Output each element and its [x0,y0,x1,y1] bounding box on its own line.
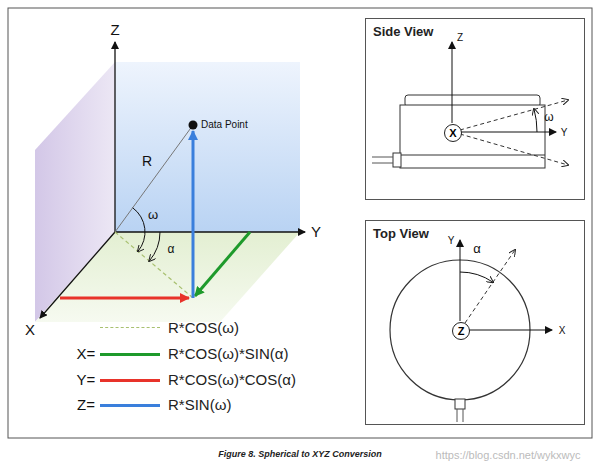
axis-label: Z [110,22,119,39]
equation-prefix: Z= [77,397,95,414]
legend-text: R*COS(ω)*COS(α) [168,372,296,389]
watermark: https://blog.csdn.net/wykxwyc [436,449,581,461]
equation-prefix: Y= [77,372,96,389]
angle-label: ω [544,111,553,124]
equation-prefix: X= [77,346,96,363]
angle-label: α [473,242,481,256]
axis-origin-circle: X [444,124,462,142]
point-label: Data Point [201,119,248,130]
axis-label: X [25,322,35,339]
axis-label: Z [457,32,463,43]
legend-line-sample [100,327,160,328]
axis-letter: X [449,128,456,139]
figure-caption: Figure 8. Spherical to XYZ Conversion [218,450,382,460]
view-title: Top View [373,226,429,241]
legend-text: R*SIN(ω) [168,397,231,414]
axis-label: Y [311,224,321,241]
legend-line-sample [100,404,160,407]
axis-label: X [559,325,566,336]
axis-label: Y [561,127,568,138]
radius-label: R [142,154,152,169]
angle-label: ω [148,208,158,222]
legend-text: R*COS(ω) [168,320,239,337]
view-title: Side View [373,24,433,39]
axis-label: Y [448,235,455,246]
side-view-panel: Side ViewX [365,18,585,200]
legend-line-sample [100,379,160,382]
legend-text: R*COS(ω)*SIN(α) [168,346,288,363]
axis-origin-circle: Z [452,322,470,340]
angle-label: α [168,243,175,256]
axis-letter: Z [458,326,465,337]
legend-line-sample [100,353,160,356]
